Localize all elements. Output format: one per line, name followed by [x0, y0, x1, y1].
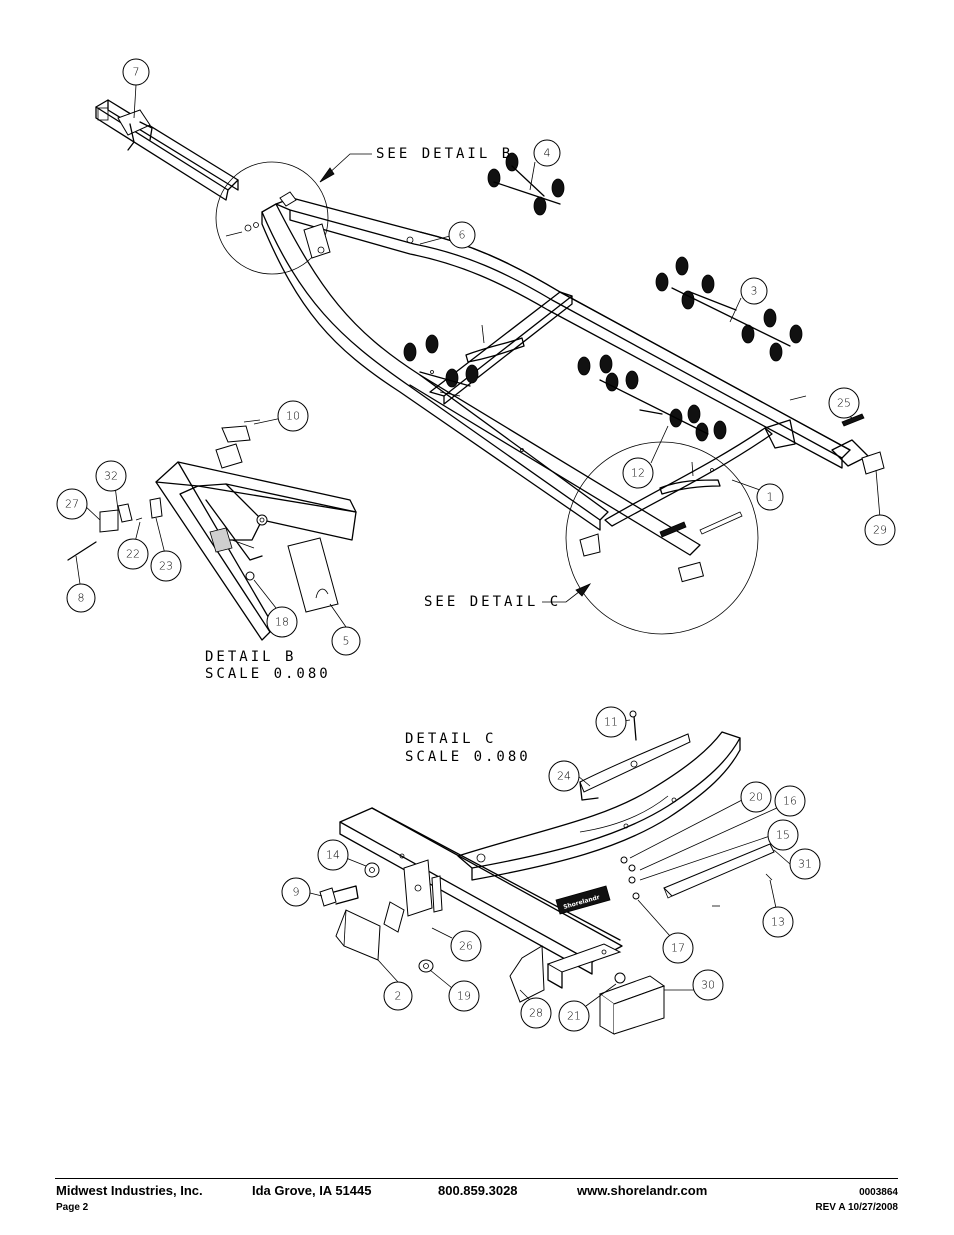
roller-assembly-left — [403, 334, 479, 397]
svg-text:22: 22 — [126, 548, 140, 561]
roller-assembly-4 — [487, 152, 565, 216]
callout-balloons: 7 4 6 3 25 10 12 1 29 32 27 22 23 8 18 5… — [56, 58, 896, 1032]
callout-7: 7 — [122, 58, 150, 86]
svg-text:27: 27 — [65, 498, 79, 511]
callout-13: 13 — [762, 906, 794, 938]
callout-32: 32 — [95, 460, 127, 492]
svg-text:4: 4 — [544, 147, 551, 160]
trailer-frame — [95, 99, 885, 635]
callout-10: 10 — [277, 400, 309, 432]
footer-website[interactable]: www.shorelandr.com — [577, 1183, 708, 1198]
footer-doc-number: 0003864 — [859, 1187, 898, 1198]
callout-19: 19 — [448, 980, 480, 1012]
callout-21: 21 — [558, 1000, 590, 1032]
svg-text:17: 17 — [671, 942, 685, 955]
footer-revision: REV A 10/27/2008 — [815, 1202, 898, 1213]
detail-b-scale: SCALE 0.080 — [205, 666, 331, 682]
svg-text:21: 21 — [567, 1010, 581, 1023]
detail-b-drawing — [67, 419, 357, 641]
callout-5: 5 — [331, 626, 361, 656]
callout-30: 30 — [692, 969, 724, 1001]
svg-text:11: 11 — [604, 716, 618, 729]
roller-assembly-3 — [655, 256, 803, 362]
detail-c-scale: SCALE 0.080 — [405, 749, 531, 765]
footer-phone: 800.859.3028 — [438, 1183, 518, 1198]
callout-12: 12 — [622, 457, 654, 489]
footer-company: Midwest Industries, Inc. — [56, 1183, 203, 1198]
callout-31: 31 — [789, 848, 821, 880]
see-detail-b-note: SEE DETAIL B — [376, 146, 513, 162]
svg-text:9: 9 — [293, 886, 300, 899]
see-detail-c-note: SEE DETAIL C — [424, 594, 561, 610]
svg-text:13: 13 — [771, 916, 785, 929]
callout-17: 17 — [662, 932, 694, 964]
callout-27: 27 — [56, 488, 88, 520]
svg-text:25: 25 — [837, 397, 851, 410]
callout-3: 3 — [740, 277, 768, 305]
svg-text:1: 1 — [767, 491, 774, 504]
callout-25: 25 — [828, 387, 860, 419]
svg-text:32: 32 — [104, 470, 118, 483]
svg-text:31: 31 — [798, 858, 812, 871]
callout-28: 28 — [520, 997, 552, 1029]
callout-1: 1 — [756, 483, 784, 511]
callout-9: 9 — [281, 877, 311, 907]
callout-18: 18 — [266, 606, 298, 638]
svg-text:6: 6 — [459, 229, 466, 242]
svg-text:28: 28 — [529, 1007, 543, 1020]
footer-rule — [55, 1178, 898, 1179]
footer-city: Ida Grove, IA 51445 — [252, 1183, 372, 1198]
svg-text:12: 12 — [631, 467, 645, 480]
svg-text:2: 2 — [395, 990, 402, 1003]
svg-text:23: 23 — [159, 560, 173, 573]
svg-text:15: 15 — [776, 829, 790, 842]
svg-text:24: 24 — [557, 770, 571, 783]
svg-text:10: 10 — [286, 410, 300, 423]
roller-assembly-12 — [577, 354, 727, 442]
callout-2: 2 — [383, 981, 413, 1011]
detail-b-title: DETAIL B — [205, 649, 296, 665]
leader-lines — [75, 84, 881, 1007]
callout-20: 20 — [740, 781, 772, 813]
callout-11: 11 — [595, 706, 627, 738]
svg-text:29: 29 — [873, 524, 887, 537]
callout-26: 26 — [450, 930, 482, 962]
svg-text:19: 19 — [457, 990, 471, 1003]
callout-8: 8 — [66, 583, 96, 613]
callout-29: 29 — [864, 514, 896, 546]
svg-text:30: 30 — [701, 979, 715, 992]
svg-text:20: 20 — [749, 791, 763, 804]
callout-4: 4 — [533, 139, 561, 167]
svg-text:14: 14 — [326, 849, 340, 862]
svg-text:5: 5 — [343, 635, 350, 648]
callout-15: 15 — [767, 819, 799, 851]
callout-6: 6 — [448, 221, 476, 249]
footer-page: Page 2 — [56, 1202, 89, 1213]
callout-22: 22 — [117, 538, 149, 570]
svg-text:18: 18 — [275, 616, 289, 629]
callout-23: 23 — [150, 550, 182, 582]
svg-text:3: 3 — [751, 285, 758, 298]
svg-text:26: 26 — [459, 940, 473, 953]
callout-16: 16 — [774, 785, 806, 817]
detail-c-drawing: Shorelandr — [319, 710, 775, 1035]
callout-24: 24 — [548, 760, 580, 792]
svg-text:8: 8 — [78, 592, 85, 605]
svg-text:7: 7 — [133, 66, 140, 79]
detail-c-title: DETAIL C — [405, 731, 496, 747]
callout-14: 14 — [317, 839, 349, 871]
svg-text:16: 16 — [783, 795, 797, 808]
